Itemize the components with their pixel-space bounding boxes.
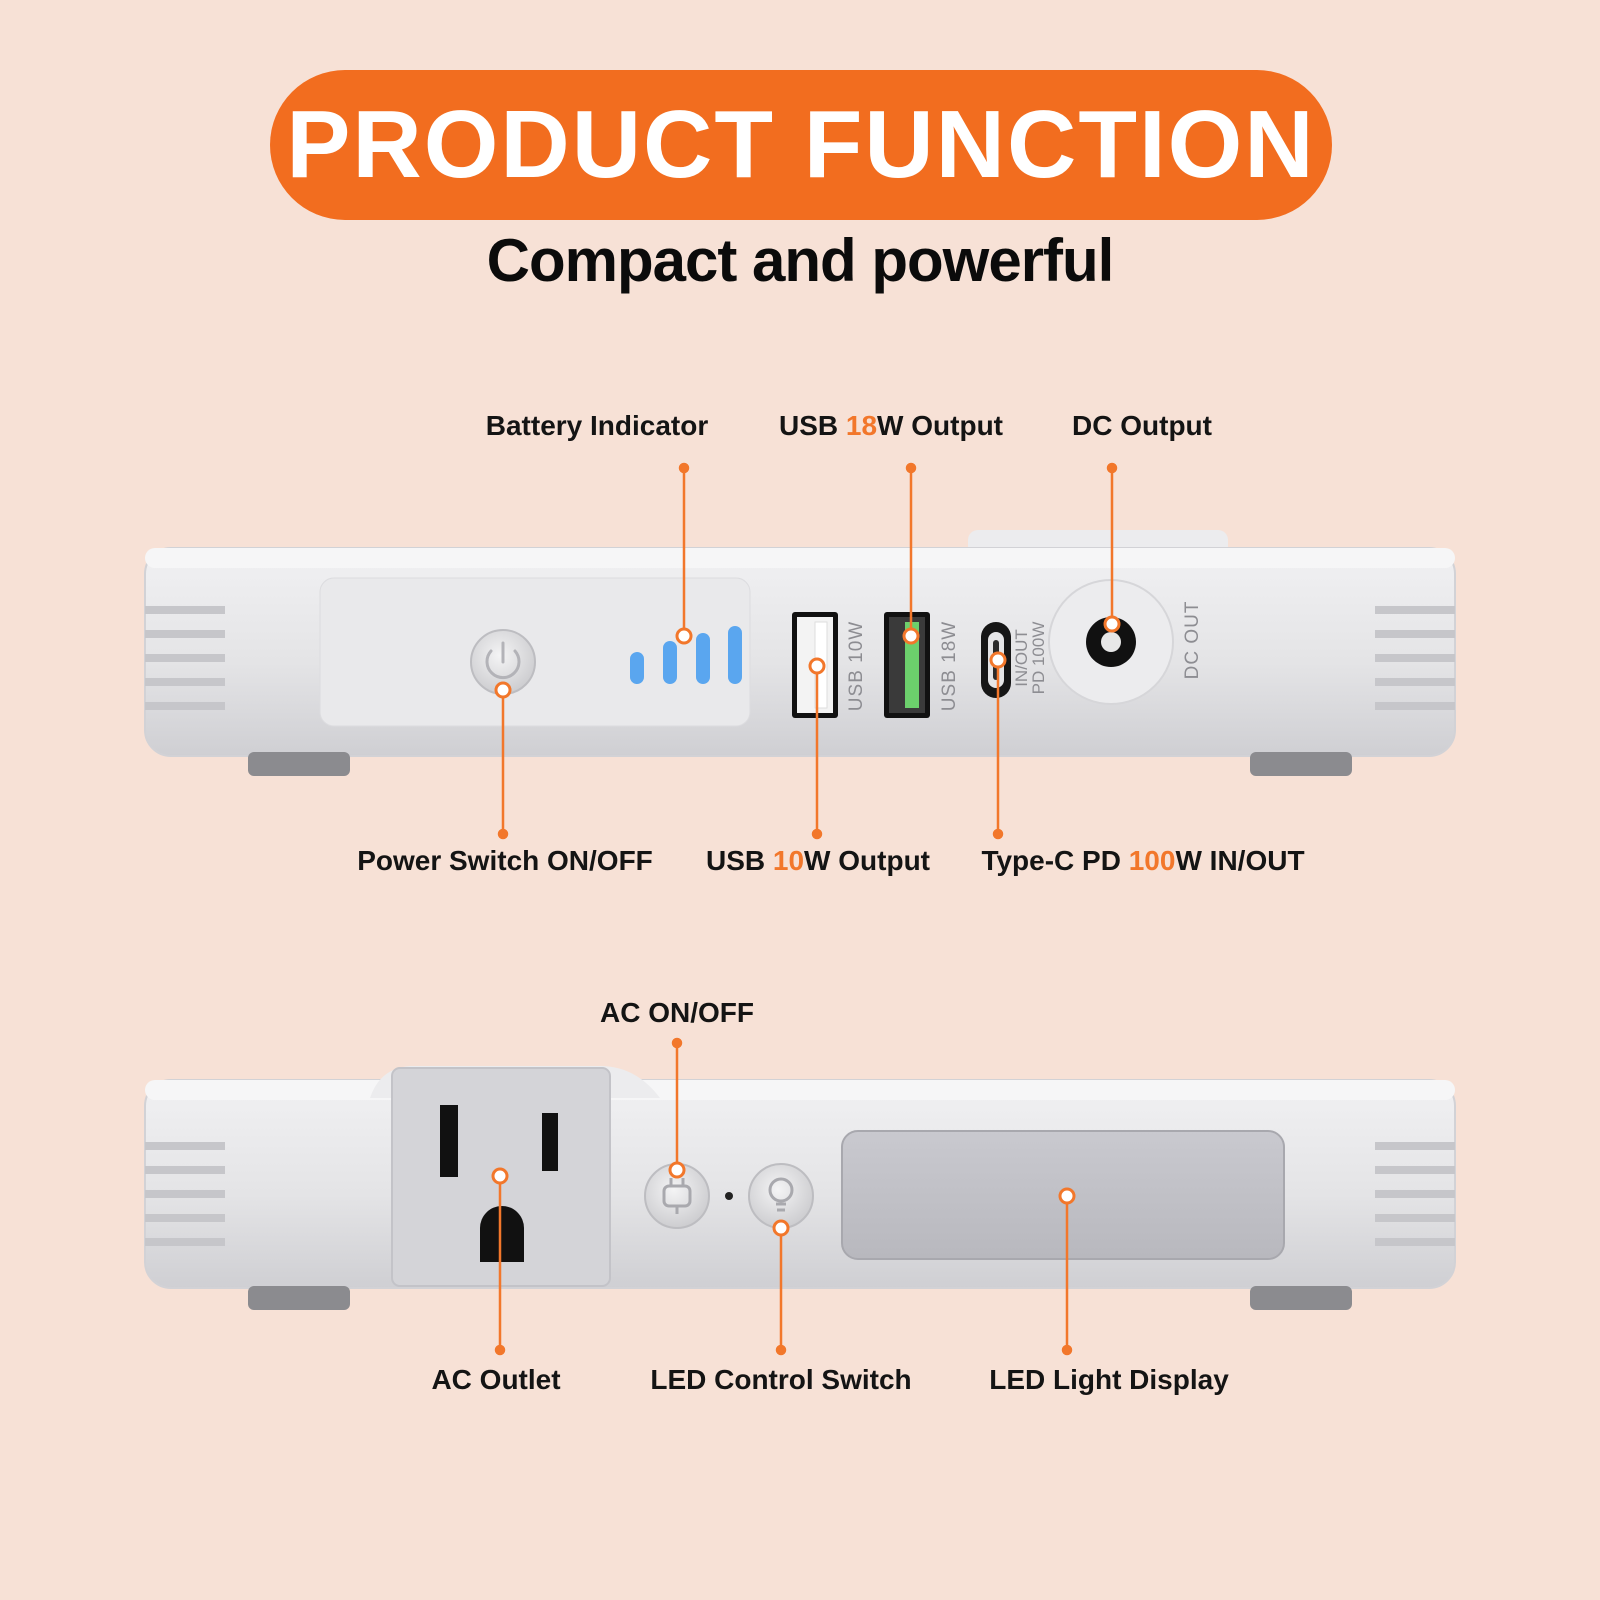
typec-print-1: IN/OUT: [1012, 629, 1031, 687]
plug-icon: [662, 1178, 692, 1214]
led-light-display-label: LED Light Display: [989, 1364, 1229, 1395]
vent-left-icon: [145, 1142, 225, 1246]
usb18-output-label: USB 18W Output: [778, 410, 1004, 441]
usb18-print: USB 18W: [939, 621, 960, 711]
dc-print: DC OUT: [1182, 601, 1203, 680]
usb10-print: USB 10W: [846, 621, 867, 711]
page-title: PRODUCT FUNCTION: [286, 91, 1316, 198]
dc-barrel-port-icon[interactable]: [1048, 579, 1174, 705]
led-control-switch-label: LED Control Switch: [650, 1364, 912, 1395]
power-icon: [485, 641, 521, 680]
subtitle: Compact and powerful: [486, 227, 1115, 294]
title-banner: PRODUCT FUNCTION: [270, 70, 1332, 220]
typec-label: Type-C PD 100W IN/OUT: [981, 845, 1305, 876]
typec-print-2: PD 100W: [1029, 622, 1048, 695]
power-button[interactable]: [470, 629, 536, 695]
ac-outlet-label: AC Outlet: [431, 1364, 561, 1395]
indicator-dot: [725, 1192, 733, 1200]
usb10-output-label: USB 10W Output: [705, 845, 931, 876]
device-front-view: USB 10W USB 18W IN/OUT PD 100W DC OUT: [144, 530, 1456, 776]
top-callout-lines: [494, 462, 1121, 840]
usb-18w-port[interactable]: [884, 612, 930, 718]
vent-right-icon: [1375, 606, 1455, 710]
battery-indicator-label: Battery Indicator: [485, 410, 709, 441]
power-switch-label: Power Switch ON/OFF: [357, 845, 653, 876]
dc-output-label: DC Output: [1072, 410, 1212, 441]
vent-left-icon: [145, 606, 225, 710]
ac-onoff-label: AC ON/OFF: [600, 997, 754, 1028]
vent-right-icon: [1375, 1142, 1455, 1246]
battery-bars-icon: [630, 626, 742, 684]
bottom-callout-lines: [491, 1037, 1076, 1356]
device-back-view: [144, 1066, 1456, 1310]
led-control-button[interactable]: [748, 1163, 814, 1229]
light-bulb-icon: [768, 1177, 794, 1212]
